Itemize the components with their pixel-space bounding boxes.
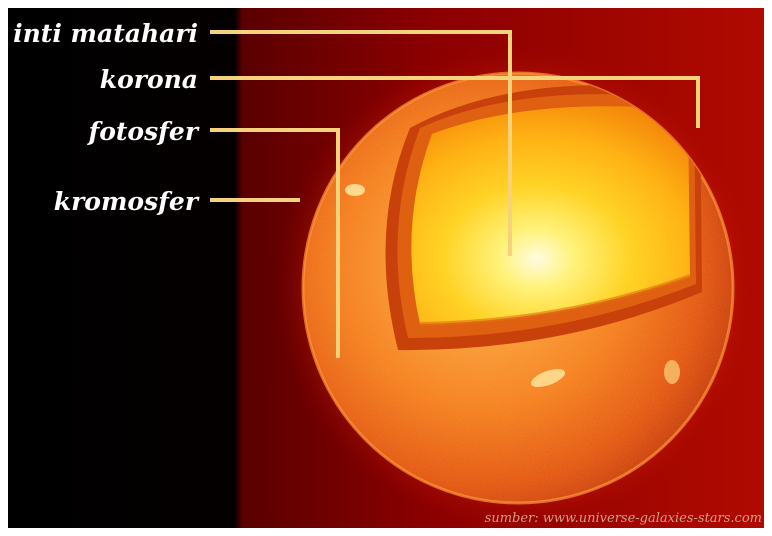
label-photosphere: fotosfer [86,117,199,146]
label-corona: korona [100,65,198,94]
label-core: inti matahari [13,19,198,48]
label-chromosphere: kromosfer [54,187,200,216]
source-credit: sumber: www.universe-galaxies-stars.com [485,511,762,526]
